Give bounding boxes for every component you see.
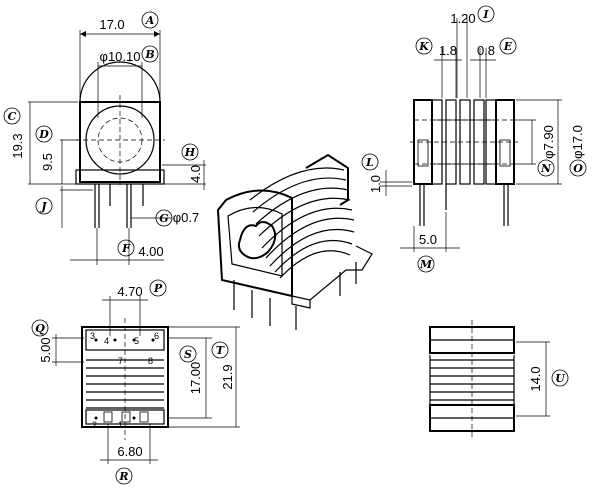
svg-text:N: N — [540, 162, 552, 175]
callout-u: U — [551, 369, 569, 387]
svg-text:K: K — [418, 40, 429, 53]
callout-l: L — [361, 153, 379, 171]
dim-r-value: 6.80 — [117, 444, 142, 459]
pin-number-2: 2 — [92, 420, 97, 430]
dim-u-value: 14.0 — [528, 366, 543, 391]
callout-g: G — [155, 209, 173, 227]
dim-s-value: 17.00 — [188, 362, 203, 395]
callout-i: I — [477, 5, 495, 23]
callout-j: J — [35, 197, 53, 215]
pin-number-4: 4 — [104, 336, 109, 346]
pin-number-1: 1 — [118, 420, 123, 430]
svg-text:D: D — [38, 128, 49, 141]
callout-e: E — [499, 37, 517, 55]
svg-text:E: E — [503, 40, 513, 53]
callout-o: O — [569, 159, 587, 177]
svg-text:H: H — [184, 146, 196, 159]
callout-p: P — [149, 279, 167, 297]
dim-b-value: φ10.10 — [100, 49, 141, 64]
dim-p-value: 4.70 — [117, 284, 142, 299]
callout-f: F — [117, 239, 135, 257]
callout-h: H — [181, 143, 199, 161]
svg-text:C: C — [8, 110, 17, 123]
svg-text:B: B — [144, 48, 154, 61]
side-view: 1.20 1.8 0.8 φ17.0 φ7.90 1.0 5.0 — [368, 11, 585, 252]
pin-number-7: 7 — [118, 356, 123, 366]
callout-m: M — [417, 255, 435, 273]
dim-d-value: 9.5 — [40, 153, 55, 171]
pin-number-3: 3 — [90, 331, 95, 341]
svg-text:T: T — [216, 344, 225, 357]
svg-text:Q: Q — [35, 322, 45, 335]
svg-text:L: L — [365, 156, 374, 169]
dim-t-value: 21.9 — [220, 364, 235, 389]
bottom-view: 3 4 5 6 7 8 2 1 4.70 5.00 17.00 21.9 6.8… — [38, 284, 240, 464]
callout-b: B — [141, 45, 159, 63]
dim-g-value: φ0.7 — [173, 210, 200, 225]
callouts: A B C D E F G H I J K L M N O P Q R S T … — [3, 5, 587, 485]
callout-q: Q — [31, 319, 49, 337]
svg-text:S: S — [184, 348, 192, 361]
svg-text:F: F — [121, 242, 131, 255]
dim-o-value: φ17.0 — [570, 125, 585, 159]
isometric-view — [216, 153, 373, 330]
svg-text:R: R — [118, 470, 128, 483]
dim-a-value: 17.0 — [99, 17, 124, 32]
dim-f-value: 4.00 — [138, 244, 163, 259]
dim-i-value: 1.20 — [450, 11, 475, 26]
svg-text:G: G — [159, 212, 168, 225]
callout-n: N — [537, 159, 555, 177]
svg-text:P: P — [153, 282, 163, 295]
pin-number-5: 5 — [134, 336, 139, 346]
dim-k-value: 1.8 — [439, 43, 457, 58]
dim-q-value: 5.00 — [38, 337, 53, 362]
svg-text:O: O — [573, 162, 583, 175]
callout-t: T — [211, 341, 229, 359]
svg-text:A: A — [145, 14, 155, 27]
callout-k: K — [415, 37, 433, 55]
front-view: 17.0 φ10.10 19.3 9.5 4.0 φ0.7 4.00 — [10, 17, 206, 265]
callout-r: R — [115, 467, 133, 485]
dim-c-value: 19.3 — [10, 133, 25, 158]
dim-m-value: 5.0 — [419, 232, 437, 247]
top-view: 14.0 — [429, 320, 550, 438]
svg-text:U: U — [555, 372, 566, 385]
callout-a: A — [141, 11, 159, 29]
svg-text:M: M — [419, 258, 433, 271]
svg-text:J: J — [39, 200, 47, 213]
pin-number-8: 8 — [148, 356, 153, 366]
dim-e-value: 0.8 — [477, 43, 495, 58]
callout-d: D — [35, 125, 53, 143]
dim-n-value: φ7.90 — [541, 125, 556, 159]
dim-l-value: 1.0 — [368, 175, 383, 193]
pin-number-6: 6 — [154, 331, 159, 341]
svg-text:I: I — [482, 8, 489, 21]
dim-h-value: 4.0 — [188, 165, 203, 183]
callout-s: S — [179, 345, 197, 363]
callout-c: C — [3, 107, 21, 125]
